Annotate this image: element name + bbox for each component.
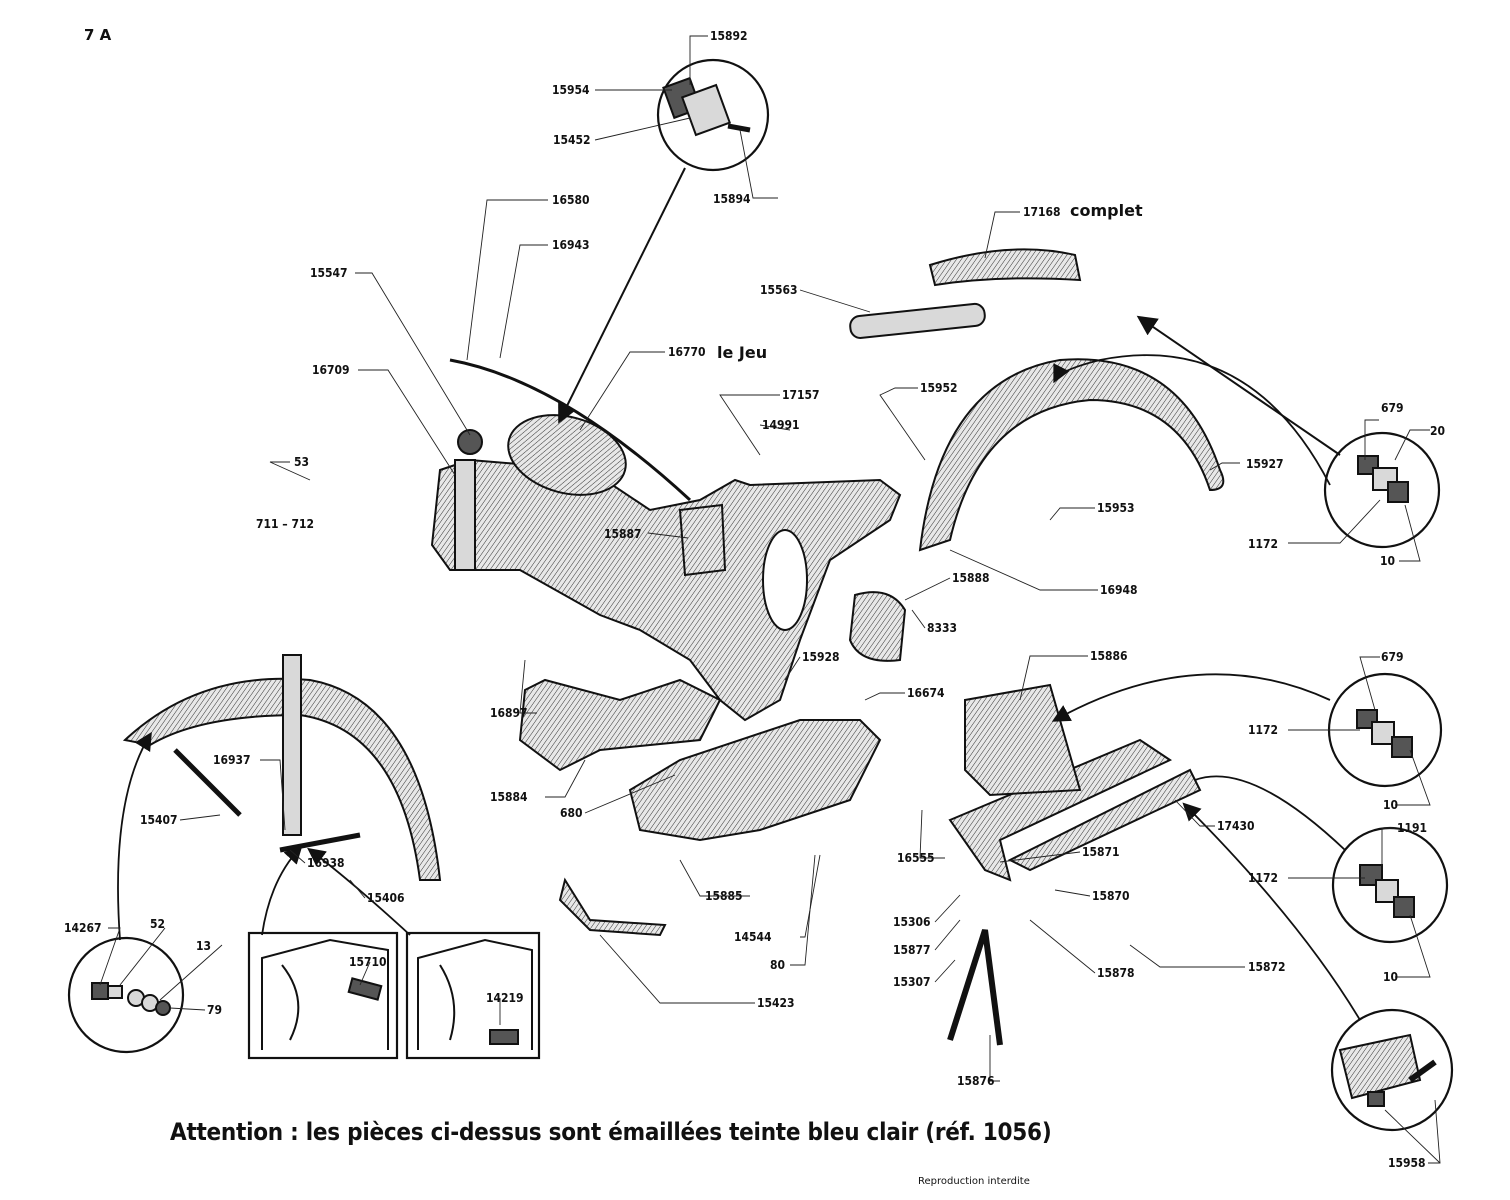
label-complet: complet — [1070, 201, 1143, 220]
label-15877: 15877 — [893, 943, 931, 957]
label-15306: 15306 — [893, 915, 931, 929]
label-13: 13 — [196, 939, 211, 953]
label-1172-lower: 1172 — [1248, 871, 1278, 885]
detail-box-right — [405, 931, 541, 1060]
label-16943: 16943 — [552, 238, 590, 252]
label-80: 80 — [770, 958, 785, 972]
label-15927: 15927 — [1246, 457, 1284, 471]
label-680: 680 — [560, 806, 583, 820]
label-1172-top: 1172 — [1248, 537, 1278, 551]
label-79: 79 — [207, 1003, 222, 1017]
label-16937: 16937 — [213, 753, 251, 767]
label-679-top: 679 — [1381, 401, 1404, 415]
label-17157: 17157 — [782, 388, 820, 402]
reproduction-notice: Reproduction interdite — [918, 1176, 1030, 1187]
label-15452: 15452 — [553, 133, 591, 147]
label-16555: 16555 — [897, 851, 935, 865]
label-10-lower: 10 — [1383, 970, 1398, 984]
label-15876: 15876 — [957, 1074, 995, 1088]
label-15878: 15878 — [1097, 966, 1135, 980]
label-15423: 15423 — [757, 996, 795, 1010]
label-16897: 16897 — [490, 706, 528, 720]
page-number: 7 A — [84, 26, 112, 44]
label-15894: 15894 — [713, 192, 751, 206]
label-15870: 15870 — [1092, 889, 1130, 903]
label-10-middle: 10 — [1383, 798, 1398, 812]
footrest-bar — [849, 302, 986, 339]
rear-mudguard — [918, 358, 1225, 552]
label-16948: 16948 — [1100, 583, 1138, 597]
label-53: 53 — [294, 455, 309, 469]
label-52: 52 — [150, 917, 165, 931]
label-711-712: 711 – 712 — [256, 517, 314, 531]
label-16580: 16580 — [552, 193, 590, 207]
small-plate — [678, 503, 727, 577]
license-plate-holder — [964, 683, 1082, 797]
label-17168: 17168 — [1023, 205, 1061, 219]
luggage-rack — [928, 248, 1082, 287]
detail-circle-right-lower — [1331, 826, 1449, 944]
label-15887: 15887 — [604, 527, 642, 541]
leader-lines — [99, 35, 1441, 1164]
label-15563: 15563 — [760, 283, 798, 297]
label-15406: 15406 — [367, 891, 405, 905]
label-16709: 16709 — [312, 363, 350, 377]
label-15307: 15307 — [893, 975, 931, 989]
label-15954: 15954 — [552, 83, 590, 97]
label-1172-middle: 1172 — [1248, 723, 1278, 737]
shield-plate — [848, 591, 907, 662]
detail-circle-top — [656, 58, 770, 172]
label-14267: 14267 — [64, 921, 102, 935]
label-10-top: 10 — [1380, 554, 1395, 568]
label-15884: 15884 — [490, 790, 528, 804]
label-15547: 15547 — [310, 266, 348, 280]
main-frame — [430, 429, 902, 722]
label-15886: 15886 — [1090, 649, 1128, 663]
label-15953: 15953 — [1097, 501, 1135, 515]
detail-circle-bottom-right — [1330, 1008, 1454, 1132]
label-20: 20 — [1430, 424, 1445, 438]
label-15871: 15871 — [1082, 845, 1120, 859]
label-15892: 15892 — [710, 29, 748, 43]
label-14544: 14544 — [734, 930, 772, 944]
label-15872: 15872 — [1248, 960, 1286, 974]
label-14219: 14219 — [486, 991, 524, 1005]
arrows — [117, 167, 1361, 1021]
label-15928: 15928 — [802, 650, 840, 664]
label-15958: 15958 — [1388, 1156, 1426, 1170]
enamel-warning: Attention : les pièces ci-dessus sont ém… — [170, 1118, 1052, 1146]
part-labels: 15892 15954 15452 15894 16580 16943 1716… — [64, 29, 1445, 1170]
label-17430: 17430 — [1217, 819, 1255, 833]
label-1191: 1191 — [1397, 821, 1427, 835]
detail-circle-right-top — [1323, 431, 1441, 549]
label-8333: 8333 — [927, 621, 957, 635]
swing-arm — [948, 738, 1202, 882]
side-cover-left — [518, 678, 722, 772]
label-679-middle: 679 — [1381, 650, 1404, 664]
label-14991: 14991 — [762, 418, 800, 432]
stand — [947, 929, 1003, 1046]
side-cover-right — [628, 719, 882, 842]
label-16770: 16770 — [668, 345, 706, 359]
label-15888: 15888 — [952, 571, 990, 585]
label-15952: 15952 — [920, 381, 958, 395]
detail-circle-bottom-left — [67, 936, 185, 1054]
label-15710: 15710 — [349, 955, 387, 969]
label-15885: 15885 — [705, 889, 743, 903]
label-15407: 15407 — [140, 813, 178, 827]
label-le-jeu: le Jeu — [717, 343, 767, 362]
detail-box-left — [247, 931, 399, 1060]
label-16938: 16938 — [307, 856, 345, 870]
label-16674: 16674 — [907, 686, 945, 700]
chain-guard — [558, 877, 667, 937]
front-mudguard — [122, 654, 442, 881]
